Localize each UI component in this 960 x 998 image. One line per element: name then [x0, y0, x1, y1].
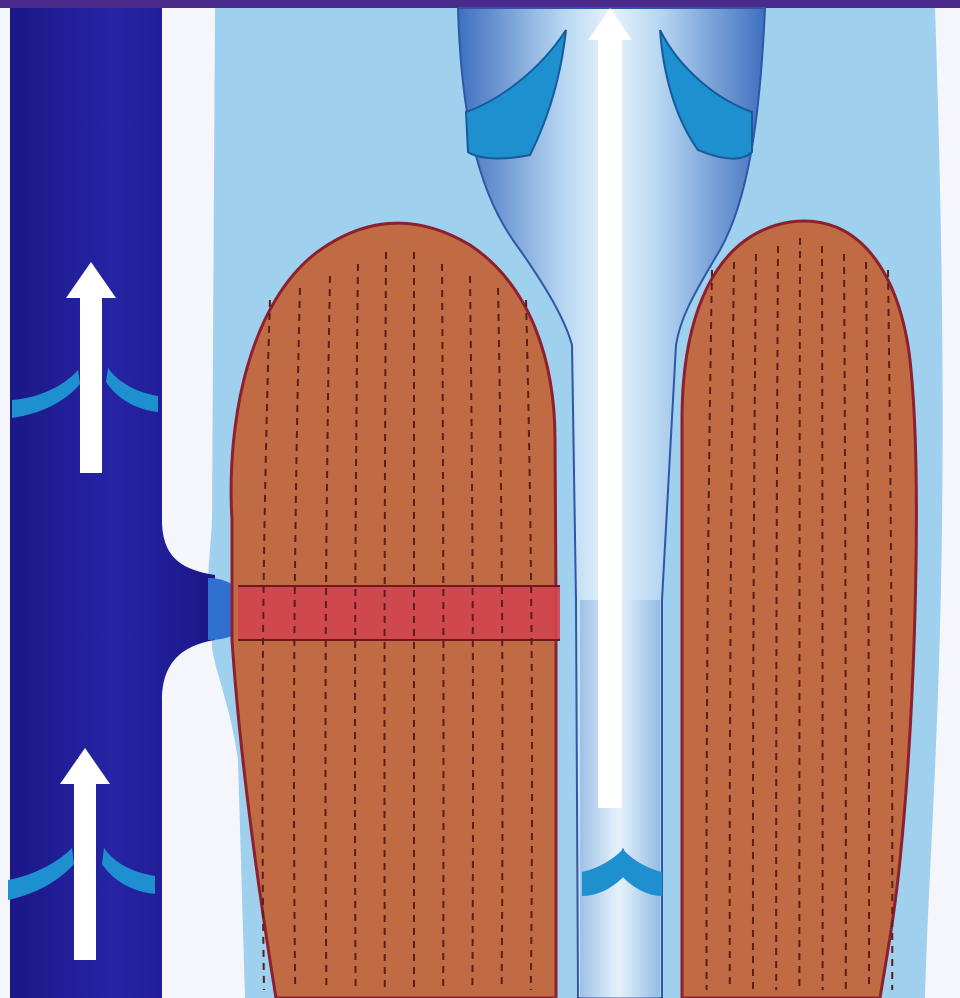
left-margin	[0, 8, 10, 998]
top-frame-border	[0, 0, 960, 8]
perforator-vein	[238, 586, 560, 640]
